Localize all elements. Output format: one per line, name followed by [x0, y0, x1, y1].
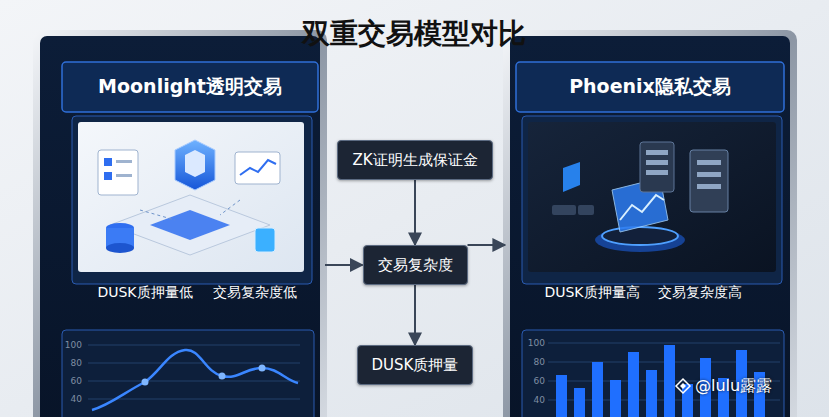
box-label: ZK证明生成保证金 [352, 151, 477, 170]
watermark-logo [676, 379, 690, 393]
process-box: DUSK质押量 [357, 345, 474, 385]
axis-tick-label: 60 [71, 376, 82, 386]
flow-arrow [325, 264, 363, 266]
axis-tick-label: 100 [528, 338, 545, 348]
axis-tick-label: 100 [65, 340, 82, 350]
box-label: 交易复杂度 [378, 256, 453, 275]
right-bar-chart [548, 343, 780, 417]
process-box: 交易复杂度 [363, 245, 468, 285]
panel-note: DUSK质押量高 [544, 284, 639, 302]
left-line-chart [88, 345, 300, 410]
watermark: @lulu露露 [695, 376, 772, 397]
private-scene-illustration [552, 142, 728, 252]
right-panel-frame [503, 30, 797, 417]
left-panel-frame [33, 30, 327, 417]
transparent-scene-illustration [98, 140, 280, 255]
flow-arrow [468, 244, 506, 246]
panel-note: 交易复杂度高 [658, 284, 742, 302]
process-box: ZK证明生成保证金 [337, 140, 492, 180]
flow-arrow [414, 285, 416, 345]
panel-heading: Phoenix隐私交易 [569, 74, 731, 100]
axis-tick-label: 80 [71, 358, 82, 368]
axis-tick-label: 40 [71, 394, 82, 404]
model-panel: Phoenix隐私交易 DUSK质押量高 交易复杂度高 [505, 30, 795, 417]
panel-note: 交易复杂度低 [213, 284, 297, 302]
box-label: DUSK质押量 [372, 356, 459, 375]
panel-note: DUSK质押量低 [97, 284, 192, 302]
diagram-title: 双重交易模型对比 [302, 15, 526, 53]
axis-tick-label: 60 [534, 376, 545, 386]
flow-arrow [414, 180, 416, 245]
axis-tick-label: 80 [534, 357, 545, 367]
panel-heading: Moonlight透明交易 [98, 74, 282, 100]
axis-tick-label: 40 [534, 395, 545, 405]
